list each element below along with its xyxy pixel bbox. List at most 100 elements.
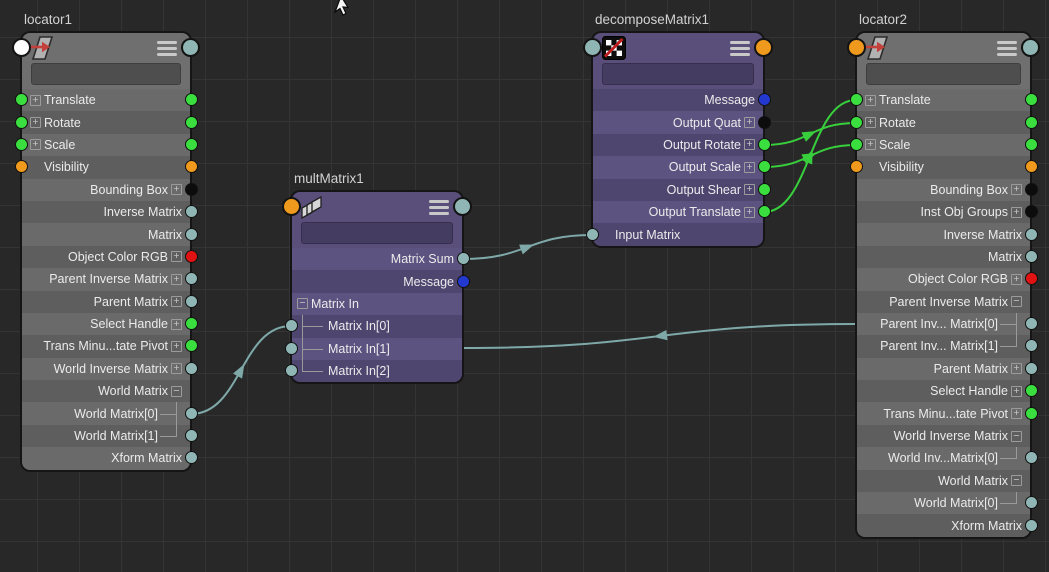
black-port-dot[interactable] — [184, 182, 198, 196]
green-port-dot[interactable] — [757, 137, 771, 151]
attr-row-matrix[interactable]: Matrix — [22, 223, 198, 246]
teal-port-dot[interactable] — [1024, 518, 1038, 532]
green-port-dot[interactable] — [14, 137, 28, 151]
expand-plus-icon[interactable]: + — [865, 94, 876, 106]
expand-plus-icon[interactable]: + — [1011, 386, 1022, 397]
expand-plus-icon[interactable]: + — [744, 117, 755, 129]
attr-row-parent-matrix[interactable]: Parent Matrix+ — [22, 290, 198, 313]
attr-row-matrix-in-1[interactable]: Matrix In[1] — [284, 337, 462, 360]
teal-port-dot[interactable] — [1024, 451, 1038, 465]
attr-row-message[interactable]: Message — [292, 270, 470, 293]
attr-row-world-inv-matrix-0[interactable]: World Inv...Matrix[0] — [857, 447, 1038, 470]
attr-row-trans-minu-tate-pivot[interactable]: Trans Minu...tate Pivot+ — [22, 335, 198, 358]
expand-plus-icon[interactable]: + — [744, 139, 755, 151]
expand-plus-icon[interactable]: + — [171, 363, 182, 375]
blue-port-dot[interactable] — [757, 93, 771, 107]
black-port-dot[interactable] — [1024, 182, 1038, 196]
teal-port-dot[interactable] — [184, 451, 198, 465]
attr-row-message[interactable]: Message — [593, 89, 771, 112]
attr-row-inverse-matrix[interactable]: Inverse Matrix — [857, 223, 1038, 246]
green-port-dot[interactable] — [757, 160, 771, 174]
teal-port-dot[interactable] — [184, 361, 198, 375]
attr-row-world-matrix-1[interactable]: World Matrix[1] — [22, 424, 198, 448]
black-port-dot[interactable] — [1024, 205, 1038, 219]
attr-row-bounding-box[interactable]: Bounding Box+ — [22, 178, 198, 201]
rename-field[interactable] — [602, 63, 754, 85]
teal-port-dot[interactable] — [184, 406, 198, 420]
green-port-dot[interactable] — [1024, 115, 1038, 129]
connection-wire[interactable] — [462, 234, 593, 260]
node-header[interactable] — [847, 33, 1040, 89]
hamburger-menu-icon[interactable] — [429, 200, 449, 216]
green-port-dot[interactable] — [1024, 406, 1038, 420]
attr-row-output-scale[interactable]: Output Scale+ — [593, 156, 771, 179]
expand-plus-icon[interactable]: + — [865, 117, 876, 129]
attr-row-output-translate[interactable]: Output Translate+ — [593, 200, 771, 224]
expand-plus-icon[interactable]: + — [171, 184, 182, 196]
teal-port-dot[interactable] — [284, 319, 298, 333]
expand-plus-icon[interactable]: + — [1011, 184, 1022, 196]
green-port-dot[interactable] — [849, 115, 863, 129]
red-port-dot[interactable] — [184, 249, 198, 263]
teal-port-dot[interactable] — [1024, 339, 1038, 353]
expand-minus-icon[interactable]: − — [1011, 430, 1022, 442]
attr-row-select-handle[interactable]: Select Handle+ — [22, 312, 198, 336]
black-port-dot[interactable] — [757, 115, 771, 129]
green-port-dot[interactable] — [757, 182, 771, 196]
green-port-dot[interactable] — [849, 93, 863, 107]
green-port-dot[interactable] — [184, 317, 198, 331]
attr-row-parent-inverse-matrix[interactable]: Parent Inverse Matrix+ — [22, 268, 198, 291]
orange-port-dot[interactable] — [14, 160, 28, 174]
attr-row-visibility[interactable]: Visibility — [849, 156, 1038, 179]
blue-port-dot[interactable] — [456, 274, 470, 288]
attr-row-parent-inv-matrix-0[interactable]: Parent Inv... Matrix[0] — [857, 312, 1038, 336]
attr-row-world-matrix-0[interactable]: World Matrix[0] — [857, 492, 1038, 515]
attr-row-trans-minu-tate-pivot[interactable]: Trans Minu...tate Pivot+ — [857, 402, 1038, 425]
expand-plus-icon[interactable]: + — [171, 274, 182, 285]
green-port-dot[interactable] — [849, 137, 863, 151]
orange-port-dot[interactable] — [849, 160, 863, 174]
attr-row-xform-matrix[interactable]: Xform Matrix — [22, 447, 198, 470]
attr-row-visibility[interactable]: Visibility — [14, 156, 198, 179]
teal-port-dot[interactable] — [184, 205, 198, 219]
node-header[interactable] — [282, 192, 472, 248]
teal-port-dot[interactable] — [456, 252, 470, 266]
expand-minus-icon[interactable]: − — [1011, 475, 1022, 487]
green-port-dot[interactable] — [184, 137, 198, 151]
expand-plus-icon[interactable]: + — [171, 251, 182, 263]
attr-row-parent-inv-matrix-1[interactable]: Parent Inv... Matrix[1] — [857, 335, 1038, 358]
connection-wire[interactable] — [763, 144, 857, 168]
attr-row-xform-matrix[interactable]: Xform Matrix — [857, 514, 1038, 537]
teal-plug-icon[interactable] — [181, 38, 200, 57]
teal-plug-icon[interactable] — [1021, 38, 1040, 57]
expand-plus-icon[interactable]: + — [30, 94, 41, 106]
orange-plug-icon[interactable] — [847, 38, 866, 57]
attr-row-output-shear[interactable]: Output Shear+ — [593, 178, 771, 201]
expand-plus-icon[interactable]: + — [171, 318, 182, 330]
teal-port-dot[interactable] — [585, 227, 599, 241]
attr-row-rotate[interactable]: +Rotate — [849, 111, 1038, 134]
hamburger-menu-icon[interactable] — [997, 41, 1017, 57]
expand-plus-icon[interactable]: + — [1011, 408, 1022, 420]
node-header[interactable] — [583, 33, 773, 89]
green-port-dot[interactable] — [1024, 384, 1038, 398]
attr-row-world-inverse-matrix[interactable]: World Inverse Matrix+ — [22, 357, 198, 381]
attr-row-world-matrix[interactable]: World Matrix− — [857, 469, 1030, 493]
teal-port-dot[interactable] — [1024, 249, 1038, 263]
red-port-dot[interactable] — [1024, 272, 1038, 286]
orange-plug-icon[interactable] — [282, 197, 301, 216]
teal-port-dot[interactable] — [1024, 317, 1038, 331]
expand-plus-icon[interactable]: + — [1011, 363, 1022, 375]
orange-port-dot[interactable] — [184, 160, 198, 174]
attr-row-rotate[interactable]: +Rotate — [14, 111, 198, 134]
attr-row-world-matrix[interactable]: World Matrix− — [22, 380, 190, 403]
expand-plus-icon[interactable]: + — [744, 162, 755, 173]
attr-row-parent-inverse-matrix[interactable]: Parent Inverse Matrix− — [857, 290, 1030, 313]
expand-plus-icon[interactable]: + — [30, 117, 41, 129]
hamburger-menu-icon[interactable] — [157, 41, 177, 57]
attr-row-matrix-sum[interactable]: Matrix Sum — [292, 248, 470, 271]
green-port-dot[interactable] — [1024, 137, 1038, 151]
teal-port-dot[interactable] — [284, 341, 298, 355]
attr-row-translate[interactable]: +Translate — [849, 89, 1038, 112]
